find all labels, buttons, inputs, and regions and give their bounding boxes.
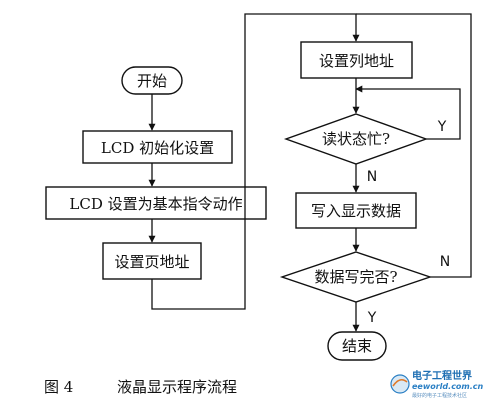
set-column-label: 设置列地址	[319, 52, 394, 70]
done-yes-label: Y	[367, 310, 377, 326]
watermark-logo: 电子工程世界 eeworld.com.cn 最好的电子工程技术社区	[390, 369, 484, 399]
done-no-label: N	[440, 254, 450, 270]
data-done-decision: 数据写完否?	[279, 251, 433, 303]
watermark-site: eeworld.com.cn	[412, 382, 484, 391]
busy-no-label: N	[367, 169, 377, 185]
loop-done-no	[356, 13, 472, 278]
lcd-init-node: LCD 初始化设置	[82, 130, 233, 164]
lcd-basic-node: LCD 设置为基本指令动作	[45, 186, 267, 220]
start-label: 开始	[137, 72, 167, 90]
read-busy-label: 读状态忙?	[322, 130, 390, 148]
read-busy-decision: 读状态忙?	[283, 113, 429, 165]
end-node: 结束	[327, 331, 387, 361]
connector-page-to-column	[151, 13, 360, 310]
write-data-node: 写入显示数据	[295, 192, 417, 229]
set-column-node: 设置列地址	[300, 41, 413, 79]
watermark-brand: 电子工程世界	[412, 369, 472, 382]
watermark-slogan: 最好的电子工程技术社区	[412, 392, 467, 399]
set-page-label: 设置页地址	[114, 253, 189, 271]
figure-title: 液晶显示程序流程	[117, 378, 237, 396]
set-page-node: 设置页地址	[102, 242, 202, 280]
write-data-label: 写入显示数据	[311, 202, 401, 220]
start-node: 开始	[121, 66, 183, 95]
lcd-basic-label: LCD 设置为基本指令动作	[69, 195, 242, 213]
end-label: 结束	[342, 337, 372, 355]
lcd-init-label: LCD 初始化设置	[101, 139, 214, 157]
busy-yes-label: Y	[437, 119, 447, 135]
loop-busy-yes	[355, 85, 461, 140]
data-done-label: 数据写完否?	[314, 268, 397, 286]
figure-number: 图 4	[44, 378, 73, 396]
